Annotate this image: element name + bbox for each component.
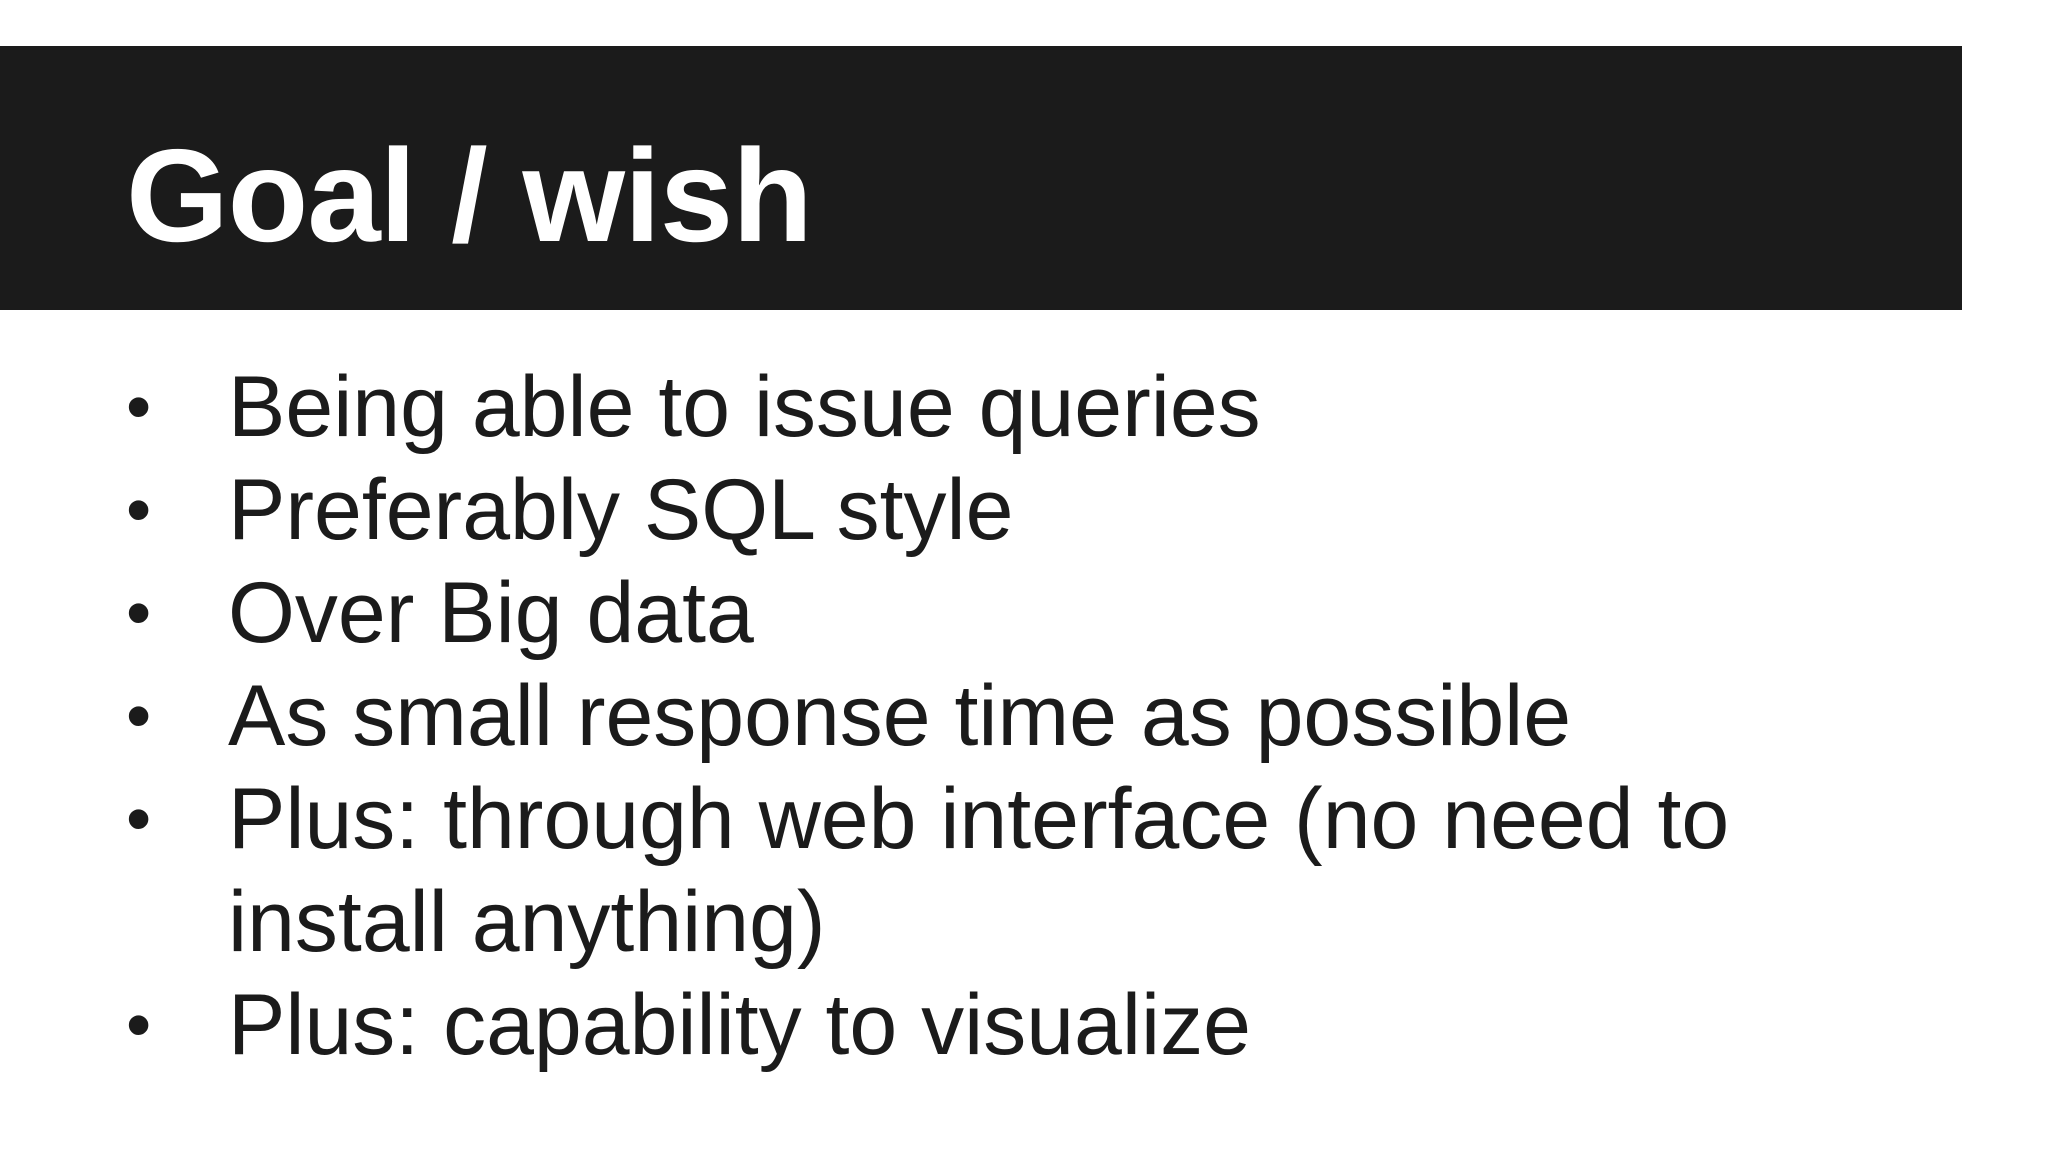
bullet-list: • Being able to issue queries • Preferab… [0,356,1900,1077]
bullet-icon: • [126,676,152,756]
bullet-item: • Plus: through web interface (no need t… [0,768,1900,974]
bullet-text: Over Big data [228,565,754,661]
bullet-text: Being able to issue queries [228,359,1261,455]
bullet-item: • Preferably SQL style [0,459,1900,562]
bullet-text: Plus: through web interface (no need to … [228,771,1730,970]
bullet-icon: • [126,779,152,859]
bullet-item: • As small response time as possible [0,665,1900,768]
bullet-text: Plus: capability to visualize [228,977,1251,1073]
bullet-icon: • [126,367,152,447]
bullet-text: Preferably SQL style [228,462,1014,558]
bullet-text: As small response time as possible [228,668,1572,764]
bullet-item: • Over Big data [0,562,1900,665]
bullet-item: • Being able to issue queries [0,356,1900,459]
bullet-icon: • [126,470,152,550]
slide-title: Goal / wish [126,122,813,269]
title-bar [0,46,1962,310]
bullet-icon: • [126,573,152,653]
bullet-item: • Plus: capability to visualize [0,974,1900,1077]
bullet-icon: • [126,985,152,1065]
